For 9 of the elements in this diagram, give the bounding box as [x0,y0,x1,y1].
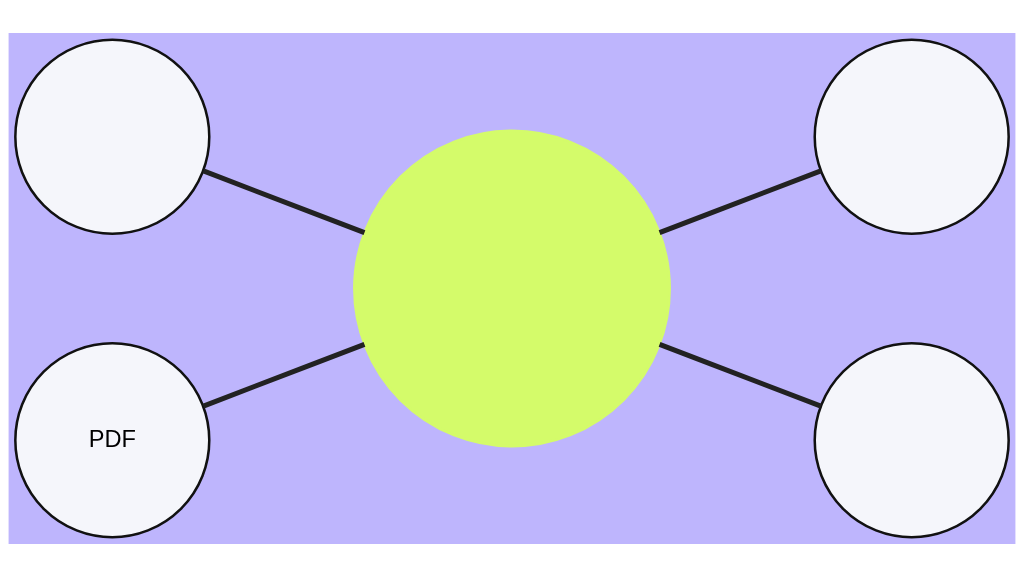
node-circle [813,341,1010,538]
node-circle: PDF [14,341,211,538]
connector [202,168,366,235]
connector [202,341,366,408]
node-circle [353,129,671,447]
connector [658,168,822,235]
node-circle [813,38,1010,235]
connector [658,341,822,408]
node-circle [14,38,211,235]
